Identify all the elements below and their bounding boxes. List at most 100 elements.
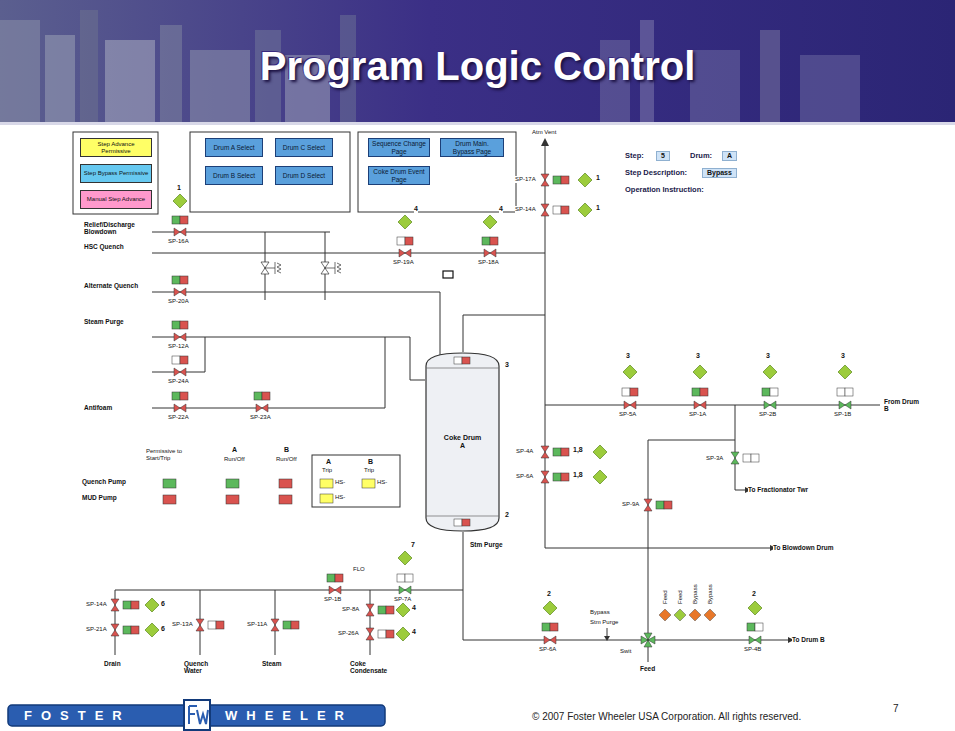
node-text: Drum Main. Bypass Page (444, 140, 500, 154)
callout-number: B (368, 458, 373, 466)
callout-number: 4 (499, 205, 503, 213)
valve-status-box (208, 621, 224, 629)
pipe-line (152, 337, 425, 380)
node-text: Coke Drum A (443, 434, 483, 449)
pipe-line (545, 405, 880, 406)
valve-tag: SP-12A (168, 343, 189, 350)
control-valve (256, 404, 268, 412)
control-valve (174, 368, 186, 376)
control-valve (731, 452, 739, 464)
valve-tag: SP-26A (338, 630, 359, 637)
valve-tag: SP-4A (516, 448, 533, 455)
control-valve (111, 624, 119, 636)
callout-number: 3 (841, 352, 845, 360)
indicator-icon (443, 271, 453, 278)
flow-arrowhead (541, 138, 549, 146)
valve-tag: Atm Vent (532, 129, 556, 136)
valve-status-box (542, 623, 558, 631)
valve-status-box (172, 276, 188, 284)
pump-status-lamp (279, 495, 292, 504)
pump-status-lamp (320, 494, 333, 503)
line-label: From Drum B (884, 398, 924, 412)
control-valve (271, 619, 279, 631)
pipe-line (545, 140, 770, 548)
callout-number: 1 (596, 204, 600, 212)
callout-number: 1,8 (573, 471, 583, 479)
line-label: Steam (262, 660, 282, 667)
pump-status-lamp (163, 495, 176, 504)
callout-number: 7 (411, 541, 415, 549)
select-button: Coke Drum Event Page (368, 166, 430, 185)
legend-swatch: Step Advance Permissive (80, 138, 152, 157)
valve-status-box (172, 321, 188, 329)
permissive-diamond (145, 598, 159, 612)
valve-tag: FLO (353, 566, 365, 573)
trip-box (312, 455, 400, 507)
plant-photo (800, 55, 860, 122)
valve-status-box (656, 501, 672, 509)
pipe-line (370, 590, 371, 655)
valve-tag: SP-4B (744, 646, 761, 653)
callout-number: 3 (696, 352, 700, 360)
valve-status-box (172, 356, 188, 364)
line-label: Quench Water (184, 660, 218, 674)
valve-tag: SP-3A (706, 455, 723, 462)
position-label: Bypass (707, 584, 714, 604)
pump-status-lamp (320, 479, 333, 488)
valve-status-box (837, 388, 853, 396)
valve-tag: SP-14A (86, 601, 107, 608)
valve-tag: Run/Off (224, 456, 245, 463)
valve-tag: SP-23A (250, 414, 271, 421)
valve-tag: SP-18A (478, 259, 499, 266)
valve-status-box (692, 388, 708, 396)
permissive-diamond (763, 365, 777, 379)
switch-valve (641, 633, 655, 647)
node-text: Drum A Select (213, 144, 254, 151)
callout-number: 1,8 (573, 446, 583, 454)
control-valve (644, 499, 652, 511)
status-field-name: Step Description: (625, 169, 687, 177)
control-valve (749, 636, 761, 644)
control-valve (399, 249, 411, 257)
valve-tag: HS- (377, 479, 387, 486)
status-field-value: 5 (656, 151, 670, 161)
callout-number: 1 (177, 184, 181, 192)
permissive-diamond (593, 470, 607, 484)
callout-number: 1 (596, 174, 600, 182)
callout-number: B (284, 446, 289, 454)
valve-status-box (397, 237, 413, 245)
valve-tag: SP-7A (394, 596, 411, 603)
control-valve (174, 288, 186, 296)
valve-tag: SP-1B (324, 596, 341, 603)
valve-tag: Bypass (590, 609, 610, 616)
line-label: Alternate Quench (84, 282, 139, 289)
pipe-line (735, 405, 745, 490)
valve-tag: SP-24A (168, 378, 189, 385)
permissive-diamond (543, 601, 557, 615)
valve-status-box (747, 623, 763, 631)
valve-tag: SP-20A (168, 298, 189, 305)
callout-number: 2 (752, 590, 756, 598)
position-diamond (689, 609, 701, 621)
permissive-diamond (396, 603, 410, 617)
control-valve (329, 586, 341, 594)
pipe-line (152, 337, 385, 408)
valve-tag: SP-1A (689, 411, 706, 418)
line-label: Stm Purge (470, 541, 503, 548)
valve-tag: SP-21A (86, 626, 107, 633)
select-button: Drum D Select (275, 166, 333, 185)
valve-tag: Swit (620, 648, 631, 655)
status-field-name: Step: (625, 152, 644, 160)
valve-tag: SP-16A (168, 238, 189, 245)
callout-number: 3 (626, 352, 630, 360)
permissive-diamond (593, 445, 607, 459)
position-label: Feed (662, 590, 669, 604)
line-label: To Fractionator Twr (748, 486, 808, 493)
flow-arrowhead (604, 636, 610, 641)
line-label: Relief/Discharge Blowdown (84, 221, 146, 235)
coke-drum: Coke Drum A (425, 352, 500, 532)
valve-tag: Stm Purge (590, 619, 618, 626)
control-valve (174, 404, 186, 412)
line-label: Antifoam (84, 404, 139, 411)
position-label: Feed (677, 590, 684, 604)
